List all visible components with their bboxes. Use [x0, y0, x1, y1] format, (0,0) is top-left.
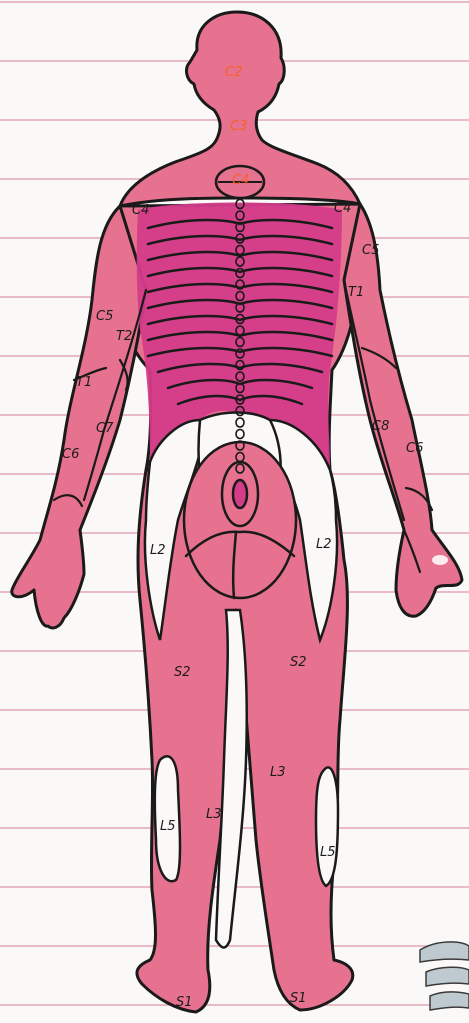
- label-l5-right: L5: [320, 845, 336, 860]
- corner-sketch: [420, 942, 469, 1010]
- right-calf-unshaded: [316, 767, 338, 886]
- label-s1-left: S1: [176, 995, 193, 1010]
- label-s2-left: S2: [174, 665, 191, 680]
- label-l3-right: L3: [270, 765, 286, 780]
- label-t1-left: T1: [76, 375, 92, 390]
- label-l3-left: L3: [206, 807, 222, 822]
- label-c5-right: C5: [362, 243, 379, 258]
- label-c6-right: C6: [406, 441, 423, 456]
- label-c4-neck: C4: [232, 173, 249, 188]
- label-l2-right: L2: [316, 537, 332, 552]
- label-c2: C2: [225, 65, 242, 80]
- label-t2: T2: [116, 329, 132, 344]
- label-c8: C8: [372, 419, 389, 434]
- label-c4-right-shoulder: C4: [334, 201, 351, 216]
- label-c4-left-shoulder: C4: [132, 203, 149, 218]
- label-c3: C3: [230, 119, 247, 134]
- label-s1-right: S1: [290, 991, 307, 1006]
- right-hand-highlight: [432, 555, 448, 565]
- left-arm: [12, 206, 146, 628]
- label-c6: C6: [62, 447, 79, 462]
- perianal-core: [233, 480, 247, 508]
- label-l5-left: L5: [160, 819, 176, 834]
- label-c5-left: C5: [96, 309, 113, 324]
- label-c7: C7: [96, 421, 114, 436]
- label-l2-left: L2: [150, 543, 166, 558]
- right-arm: [344, 204, 462, 616]
- label-s2-right: S2: [290, 655, 307, 670]
- label-t1-right: T1: [348, 285, 364, 300]
